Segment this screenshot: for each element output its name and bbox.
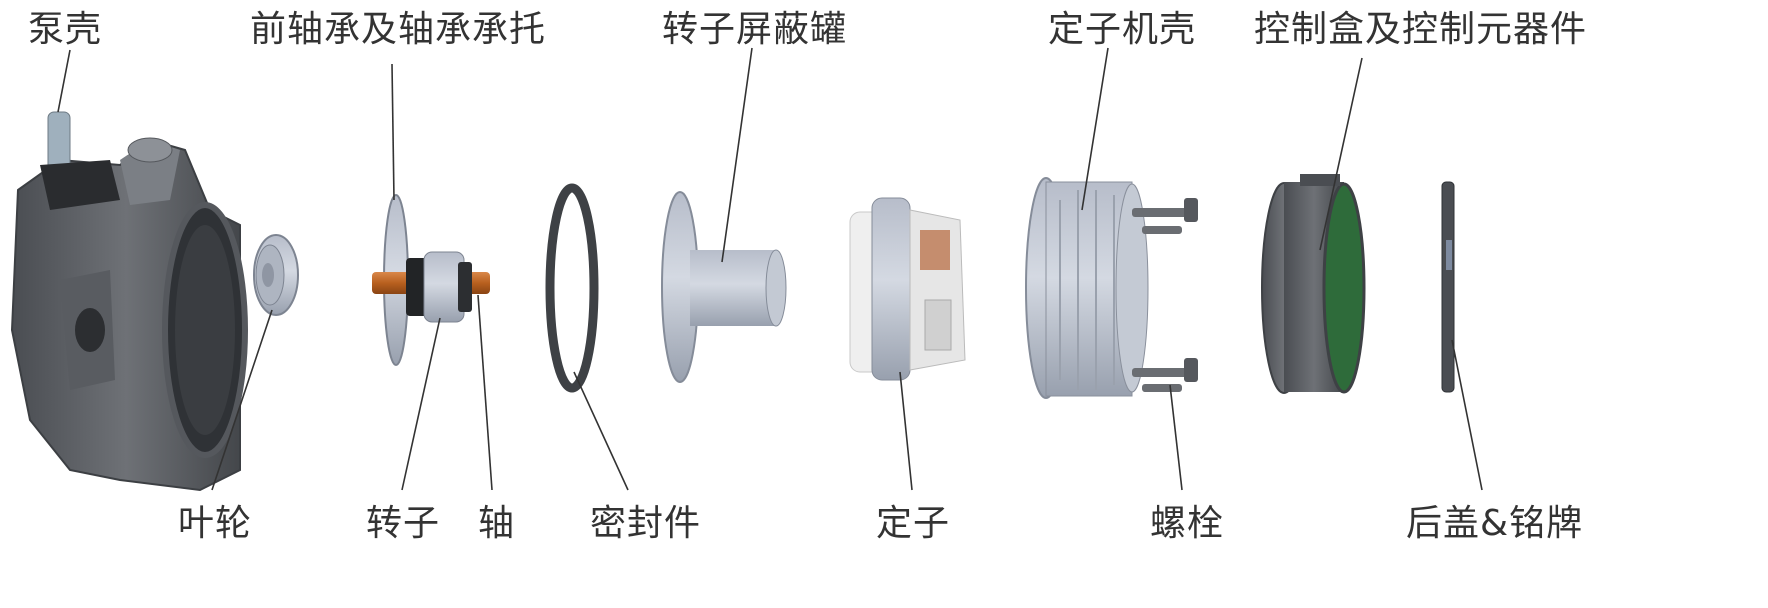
- leader-stator-housing: [1081, 47, 1109, 211]
- pump-casing-part: [10, 111, 248, 492]
- label-seal: 密封件: [590, 503, 702, 544]
- label-control-box: 控制盒及控制元器件: [1254, 9, 1588, 50]
- control-box-part: [1261, 174, 1366, 394]
- label-impeller: 叶轮: [178, 503, 253, 544]
- leader-lines: [57, 47, 1483, 491]
- leader-front-bearing: [391, 63, 395, 201]
- leader-shaft: [477, 294, 493, 491]
- stator-part: [849, 197, 966, 381]
- leader-pump-casing: [57, 49, 71, 113]
- label-stator-housing: 定子机壳: [1048, 9, 1197, 50]
- leader-seal: [573, 371, 629, 491]
- stator-housing-part: [1025, 177, 1149, 399]
- rotor-shaft-part: [372, 251, 490, 323]
- leader-rotor: [401, 317, 441, 491]
- back-cover-part: [1441, 181, 1455, 393]
- bolts-part: [1132, 198, 1198, 392]
- leader-rotor-can: [721, 47, 753, 263]
- label-front-bearing: 前轴承及轴承承托: [250, 9, 547, 50]
- label-bolts: 螺栓: [1150, 503, 1225, 544]
- seal-ring-part: [545, 183, 599, 393]
- rotor-can-part: [661, 191, 787, 383]
- label-back-cover: 后盖&铭牌: [1406, 503, 1584, 544]
- leader-back-cover: [1451, 339, 1483, 491]
- label-pump-casing: 泵壳: [28, 9, 103, 50]
- leader-impeller: [211, 309, 273, 491]
- leader-stator: [899, 371, 913, 491]
- impeller-part: [253, 234, 299, 316]
- label-rotor: 转子: [366, 503, 441, 544]
- label-shaft: 轴: [478, 503, 516, 544]
- label-rotor-can: 转子屏蔽罐: [662, 9, 848, 50]
- leader-control-box: [1319, 57, 1363, 251]
- label-stator: 定子: [876, 503, 951, 544]
- leader-bolts: [1169, 384, 1183, 491]
